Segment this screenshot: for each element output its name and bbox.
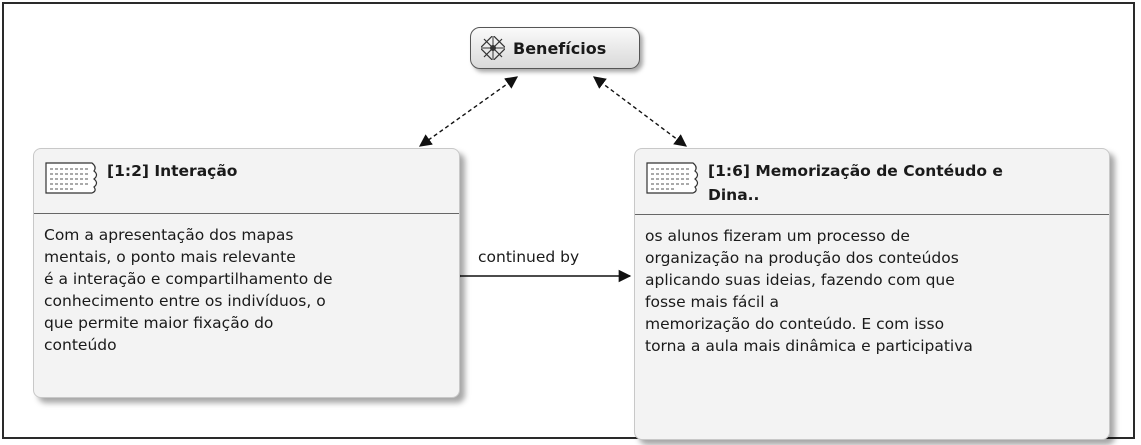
edge-root-to-interacao[interactable] — [418, 76, 519, 147]
document-quote-icon — [646, 162, 699, 194]
quote-line: que permite maior fixação do — [44, 314, 274, 332]
quote-line: é a interação e compartilhamento de — [44, 270, 333, 288]
quote-card-title: [1:6] Memorização de Contéudo e Dina.. — [708, 159, 1095, 207]
quote-card-interacao[interactable]: [1:2] Interação Com a apresentação dos m… — [33, 148, 460, 398]
document-quote-icon — [45, 162, 98, 194]
relation-label: continued by — [478, 248, 580, 266]
quote-line: fosse mais fácil a — [645, 293, 779, 311]
quote-card-title-line: [1:6] Memorização de Contéudo e — [708, 162, 1003, 180]
quote-line: organização na produção dos conteúdos — [645, 249, 959, 267]
quote-line: torna a aula mais dinâmica e participati… — [645, 337, 973, 355]
quote-line: os alunos fizeram um processo de — [645, 227, 910, 245]
root-node-label: Benefícios — [513, 38, 607, 58]
quote-line: conhecimento entre os indivíduos, o — [44, 292, 326, 310]
quote-card-body: os alunos fizeram um processo de organiz… — [635, 215, 1109, 357]
quote-card-header: [1:6] Memorização de Contéudo e Dina.. — [635, 149, 1109, 215]
network-node-icon — [481, 36, 505, 60]
root-node-beneficios[interactable]: Benefícios — [470, 27, 640, 69]
quote-line: memorização do conteúdo. E com isso — [645, 315, 945, 333]
quote-card-header: [1:2] Interação — [34, 149, 459, 214]
quote-line: Com a apresentação dos mapas — [44, 226, 294, 244]
quote-card-title-line: Dina.. — [708, 186, 760, 204]
quote-line: aplicando suas ideias, fazendo com que — [645, 271, 955, 289]
quote-card-memorizacao[interactable]: [1:6] Memorização de Contéudo e Dina.. o… — [634, 148, 1110, 440]
quote-line: conteúdo — [44, 336, 117, 354]
edge-root-to-memorizacao[interactable] — [592, 76, 688, 147]
quote-card-title: [1:2] Interação — [107, 162, 238, 180]
diagram-frame — [2, 2, 1135, 439]
quote-line: mentais, o ponto mais relevante — [44, 248, 296, 266]
quote-card-body: Com a apresentação dos mapas mentais, o … — [34, 214, 459, 356]
